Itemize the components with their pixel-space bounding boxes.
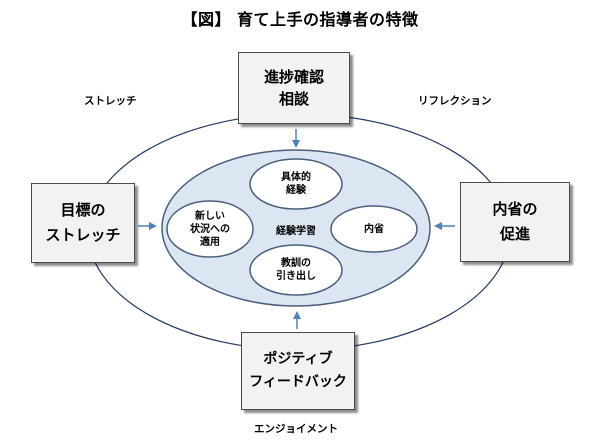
box-bottom-line1: ポジティブ xyxy=(263,351,333,367)
box-reflection-promotion: 内省の 促進 xyxy=(460,182,570,262)
node-application-line2: 状況への xyxy=(190,224,230,235)
box-left-line1: 目標の xyxy=(60,201,106,219)
node-lessons-line2: 引き出し xyxy=(276,271,316,282)
node-application xyxy=(166,200,254,258)
node-experience-line1: 具体的 xyxy=(281,172,311,183)
node-lessons-line1: 教訓の xyxy=(281,258,311,269)
box-bottom-line2: フィードバック xyxy=(249,374,347,390)
node-reflection-label: 内省 xyxy=(334,223,414,236)
box-goal-stretch: 目標の ストレッチ xyxy=(31,183,135,263)
node-reflection-line1: 内省 xyxy=(364,224,384,235)
label-stretch: ストレッチ xyxy=(84,95,137,107)
node-application-line3: 適用 xyxy=(200,237,220,248)
figure-title: 【図】 育て上手の指導者の特徴 xyxy=(181,10,419,29)
label-reflection: リフレクション xyxy=(418,95,492,107)
center-experiential-learning: 経験学習 xyxy=(276,226,316,237)
inner-ellipse xyxy=(161,149,431,307)
box-top-line2: 相談 xyxy=(278,90,309,108)
label-enjoyment: エンジョイメント xyxy=(254,423,338,435)
box-right-line1: 内省の xyxy=(492,200,538,218)
node-application-line1: 新しい xyxy=(195,211,225,222)
box-positive-feedback: ポジティブ フィードバック xyxy=(241,332,355,410)
node-application-label: 新しい 状況への 適用 xyxy=(170,210,250,249)
node-lessons-label: 教訓の 引き出し xyxy=(256,257,336,283)
box-right-line2: 促進 xyxy=(499,225,530,243)
node-experience-line2: 経験 xyxy=(286,185,306,196)
box-progress-consultation: 進捗確認 相談 xyxy=(238,52,350,124)
node-lessons xyxy=(249,244,343,296)
box-top-line1: 進捗確認 xyxy=(263,68,324,86)
node-experience-label: 具体的 経験 xyxy=(256,171,336,197)
box-left-line2: ストレッチ xyxy=(45,226,121,244)
node-reflection xyxy=(330,205,418,253)
node-experience xyxy=(249,158,343,210)
